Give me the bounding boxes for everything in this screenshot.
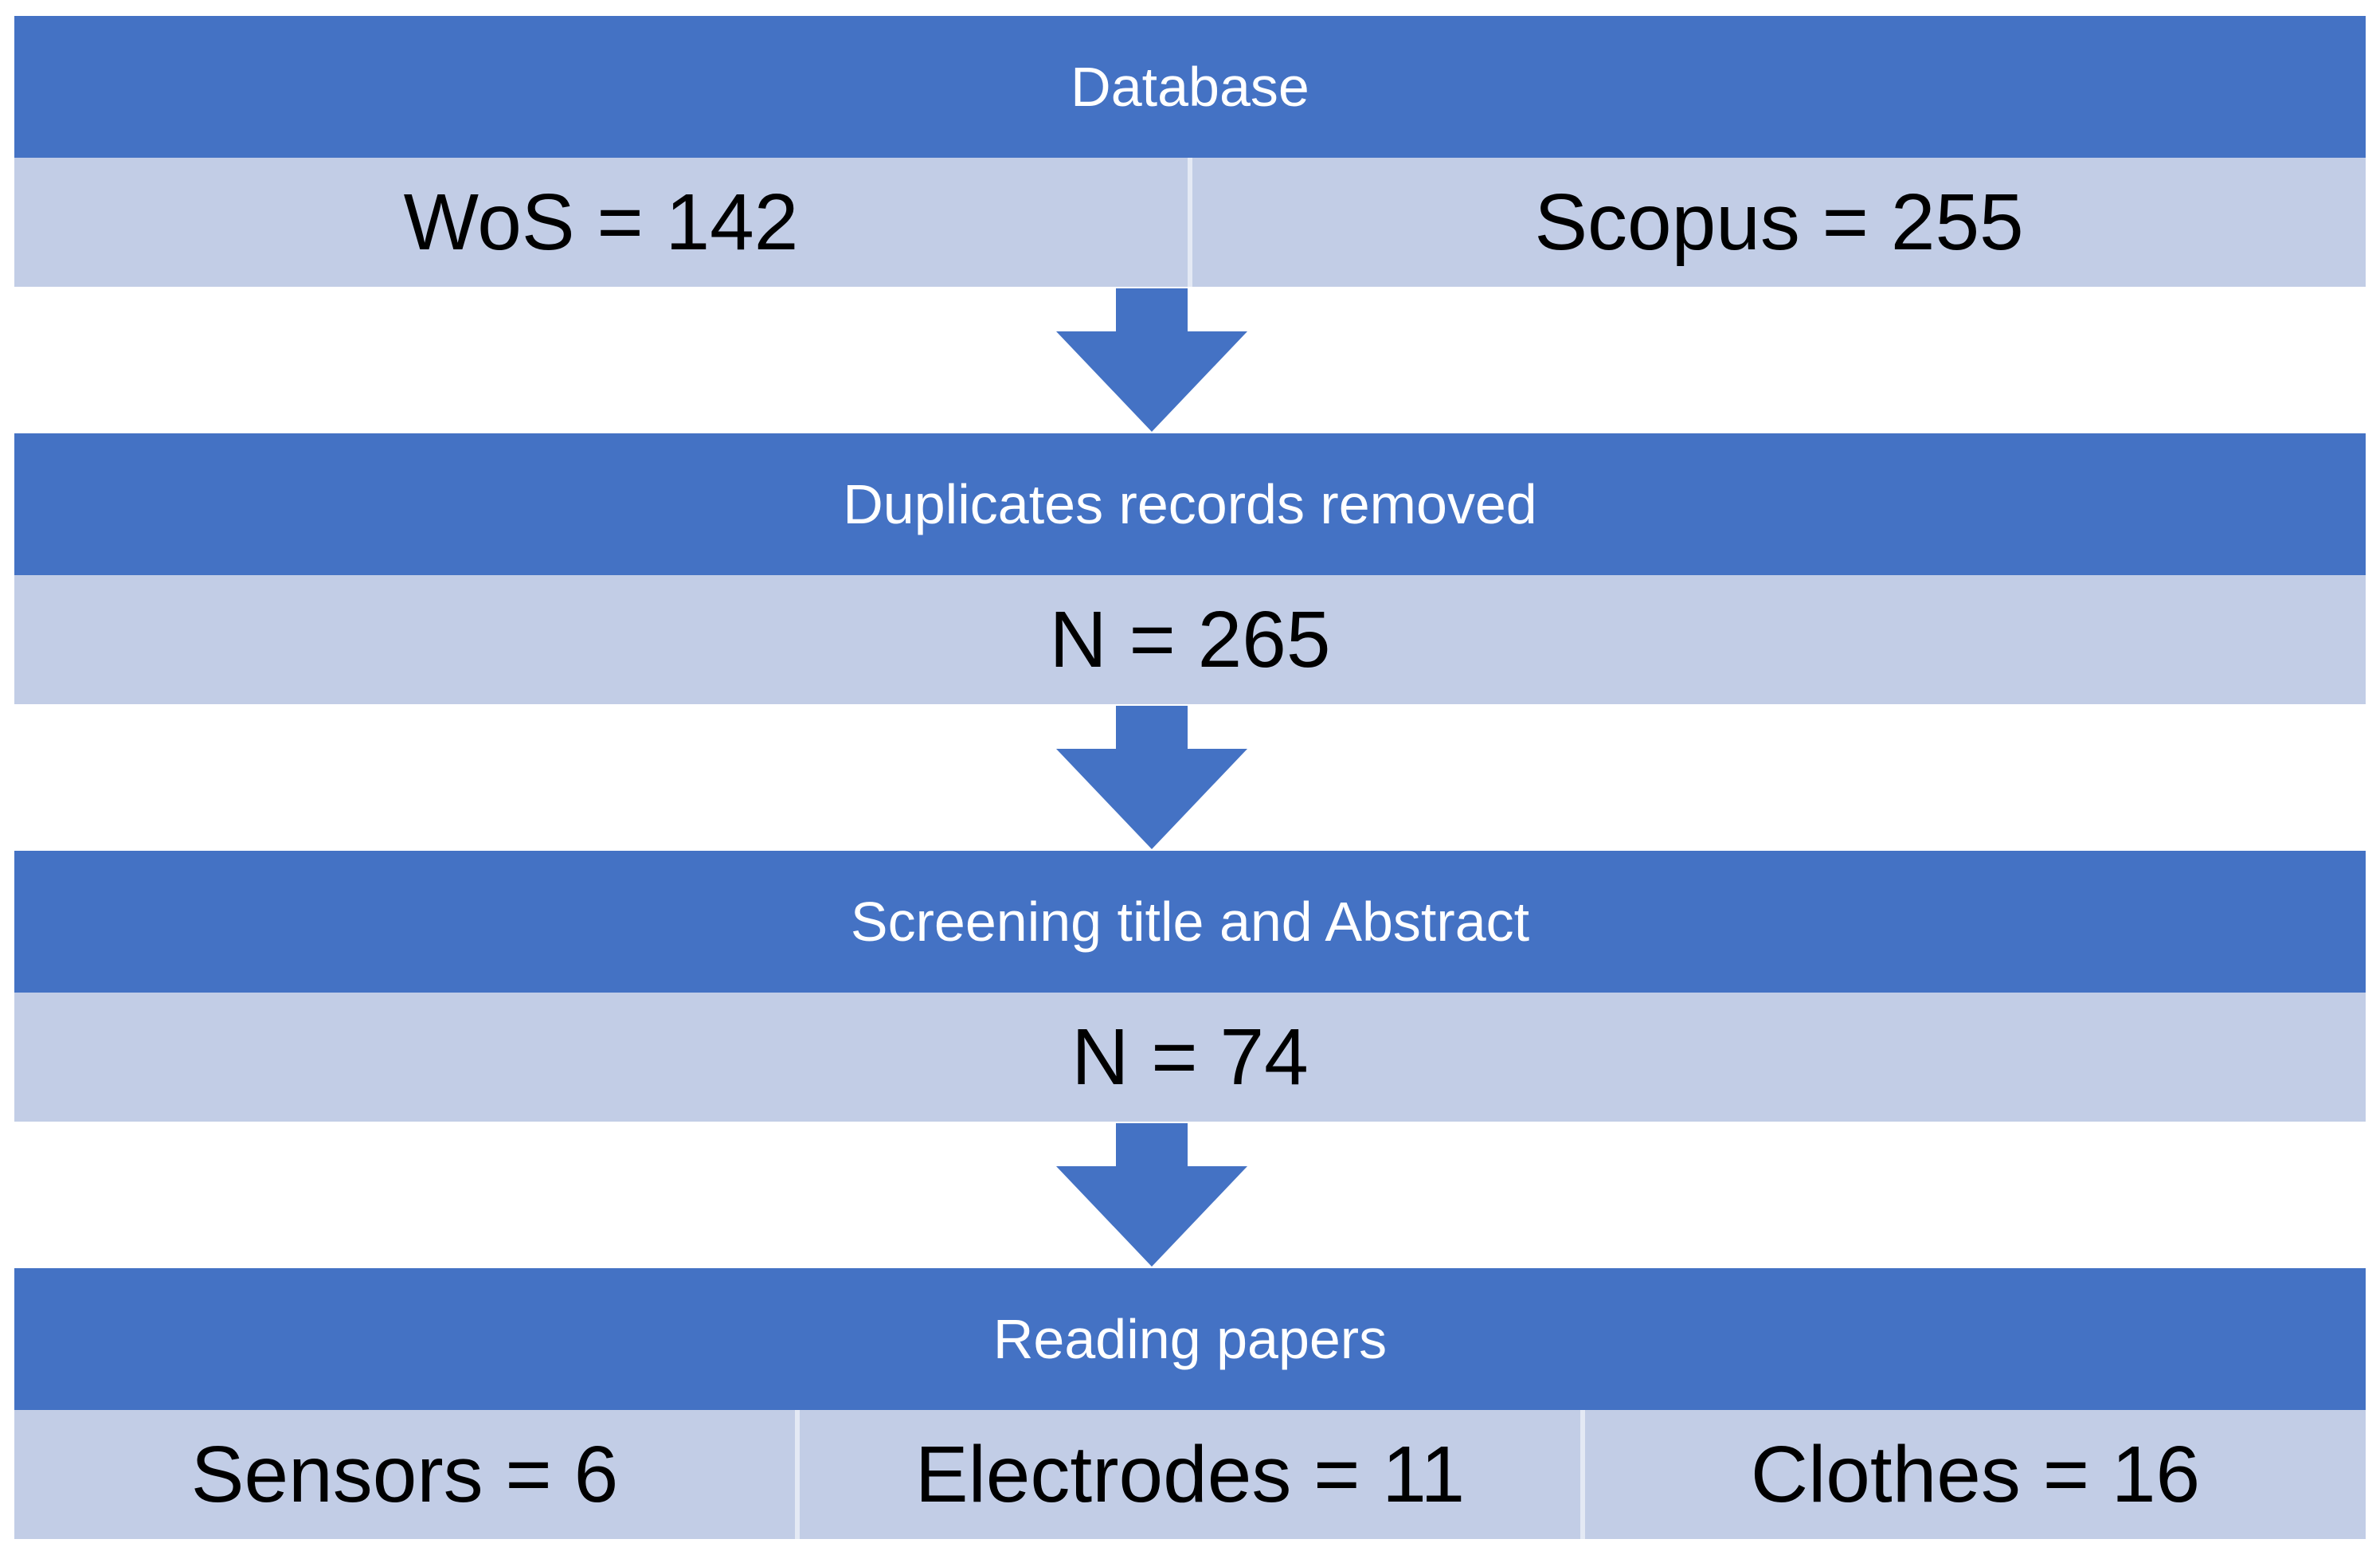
stage-header-screening: Screening title and Abstract: [14, 851, 2366, 993]
stage-values-duplicates: N = 265: [14, 575, 2366, 704]
value-cell-n-265: N = 265: [14, 575, 2366, 704]
stage-header-duplicates: Duplicates records removed: [14, 433, 2366, 575]
value-cell-sensors: Sensors = 6: [14, 1410, 800, 1539]
value-text: N = 74: [1071, 1012, 1309, 1102]
value-text: N = 265: [1049, 594, 1331, 684]
stage-title: Database: [1071, 56, 1309, 118]
value-cell-electrodes: Electrodes = 11: [800, 1410, 1585, 1539]
value-text: WoS = 142: [403, 177, 799, 267]
stage-values-screening: N = 74: [14, 993, 2366, 1122]
stage-title: Duplicates records removed: [843, 473, 1537, 535]
value-text: Clothes = 16: [1750, 1429, 2201, 1519]
value-cell-clothes: Clothes = 16: [1585, 1410, 2366, 1539]
value-cell-scopus: Scopus = 255: [1192, 158, 2366, 287]
value-cell-wos: WoS = 142: [14, 158, 1192, 287]
value-text: Sensors = 6: [190, 1429, 619, 1519]
down-arrow-icon: [1056, 1123, 1247, 1267]
value-text: Electrodes = 11: [914, 1429, 1466, 1519]
value-text: Scopus = 255: [1534, 177, 2024, 267]
stage-values-database: WoS = 142 Scopus = 255: [14, 158, 2366, 287]
stage-title: Screening title and Abstract: [850, 891, 1530, 953]
value-cell-n-74: N = 74: [14, 993, 2366, 1122]
stage-title: Reading papers: [992, 1308, 1388, 1370]
stage-header-database: Database: [14, 16, 2366, 158]
down-arrow-icon: [1056, 288, 1247, 432]
stage-values-reading: Sensors = 6 Electrodes = 11 Clothes = 16: [14, 1410, 2366, 1539]
down-arrow-icon: [1056, 706, 1247, 849]
stage-header-reading: Reading papers: [14, 1268, 2366, 1410]
flow-diagram: Database WoS = 142 Scopus = 255 Duplicat…: [14, 16, 2366, 1539]
